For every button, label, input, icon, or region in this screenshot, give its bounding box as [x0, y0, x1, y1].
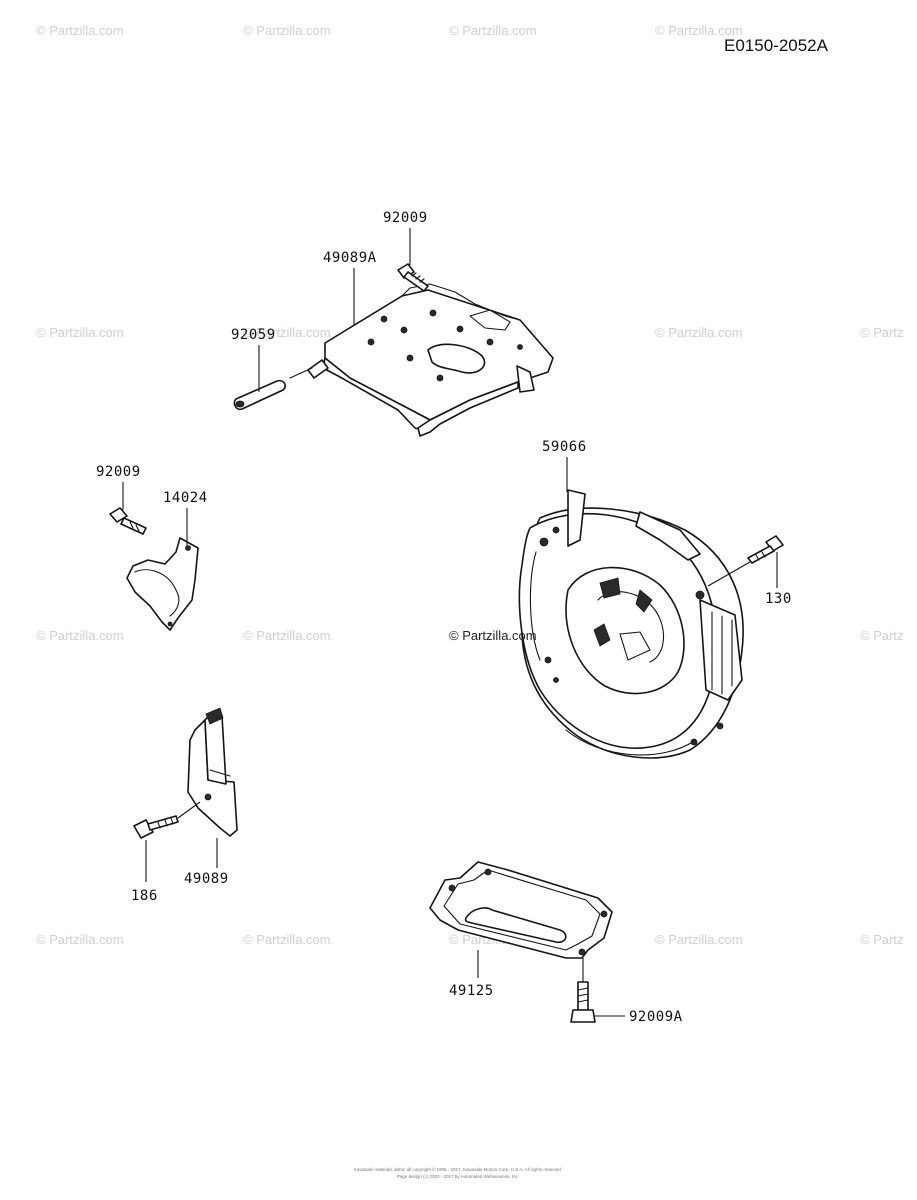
leader-line — [707, 561, 751, 587]
watermark: © Partzilla.com — [655, 325, 743, 340]
watermark: © Partzilla.com — [36, 23, 124, 38]
watermark-layer: © Partzilla.com © Partzilla.com © Partzi… — [36, 23, 904, 947]
part-14024-cover[interactable] — [126, 537, 199, 631]
part-49089-baffle[interactable] — [187, 707, 238, 837]
callout-49125: 49125 — [449, 983, 494, 999]
callout-14024: 14024 — [163, 490, 208, 506]
diagram-code: E0150-2052A — [724, 36, 829, 55]
callout-92009-top: 92009 — [383, 210, 428, 226]
callout-92059: 92059 — [231, 327, 276, 343]
callout-92009-left: 92009 — [96, 464, 141, 480]
watermark-partial: © Partz — [860, 628, 904, 643]
callout-59066: 59066 — [542, 439, 587, 455]
callout-49089: 49089 — [184, 871, 229, 887]
part-49125-gasket[interactable] — [429, 861, 613, 959]
footer-copyright: Kawasaki materials within all copyright … — [354, 1166, 562, 1172]
part-92059-pin[interactable] — [233, 379, 286, 411]
part-59066-blower-housing[interactable] — [518, 489, 744, 759]
callout-92009A: 92009A — [629, 1009, 683, 1025]
watermark: © Partzilla.com — [655, 932, 743, 947]
watermark: © Partzilla.com — [243, 628, 331, 643]
callout-186: 186 — [131, 888, 158, 904]
part-92009-bolt-left[interactable] — [109, 507, 147, 535]
watermark: © Partzilla.com — [243, 23, 331, 38]
leader-line — [177, 801, 201, 819]
watermark: © Partzilla.com — [36, 325, 124, 340]
watermark: © Partzilla.com — [243, 325, 331, 340]
watermark: © Partzilla.com — [243, 932, 331, 947]
watermark: © Partzilla.com — [36, 628, 124, 643]
part-186-bolt[interactable] — [133, 815, 179, 839]
part-49089A-cover-plate[interactable] — [289, 283, 554, 437]
callout-49089A: 49089A — [323, 250, 377, 266]
watermark: © Partzilla.com — [36, 932, 124, 947]
center-watermark: © Partzilla.com — [449, 628, 537, 643]
callout-130: 130 — [765, 591, 792, 607]
part-92009A-bolt[interactable] — [570, 981, 596, 1023]
watermark-partial: © Partz — [860, 325, 904, 340]
watermark-partial: © Partz — [860, 932, 904, 947]
part-130-bolt[interactable] — [747, 535, 784, 564]
part-92009-bolt-top[interactable] — [397, 263, 429, 292]
watermark: © Partzilla.com — [655, 23, 743, 38]
watermark: © Partzilla.com — [449, 23, 537, 38]
footer-page-design: Page design (c) 2002 - 2017 by Automated… — [397, 1174, 519, 1179]
